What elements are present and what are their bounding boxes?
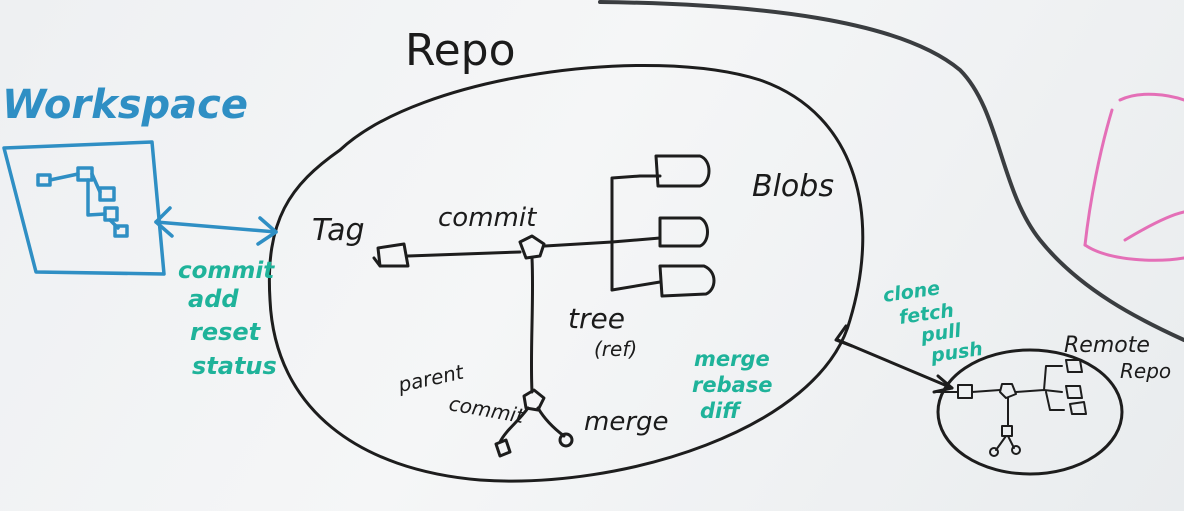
- remote-repo-boundary: [936, 348, 1124, 476]
- repo-remote-arrow: [834, 324, 954, 394]
- boundary-curve: [598, 0, 1184, 342]
- pink-sketch: [1083, 92, 1184, 262]
- blob-node: [658, 264, 716, 298]
- commit-to-tree-edge: [543, 240, 614, 248]
- repo-command: rebase: [692, 373, 773, 397]
- remote-command-list: clone fetch pull push: [882, 277, 985, 367]
- blob-node: [638, 154, 711, 188]
- workspace-command: reset: [190, 318, 262, 346]
- commit-node: [518, 234, 546, 260]
- repo-command: merge: [694, 347, 770, 371]
- tree-label: tree: [568, 302, 625, 335]
- parent-commit-node: [522, 388, 546, 412]
- workspace-command-list: commit add reset status: [178, 258, 277, 380]
- workspace-box: [2, 140, 166, 276]
- repo-command-list: merge rebase diff: [692, 347, 773, 423]
- workspace-repo-arrow: [154, 206, 278, 246]
- repo-label: Repo: [405, 25, 516, 76]
- workspace-label: Workspace: [2, 82, 248, 128]
- blob-node: [658, 216, 709, 248]
- blobs-label: Blobs: [752, 169, 834, 204]
- repo-boundary: [267, 63, 865, 483]
- remote-repo-graph: [935, 359, 1087, 457]
- repo-command: diff: [700, 399, 742, 423]
- commit-to-parent-edge: [529, 256, 535, 394]
- workspace-command: commit: [178, 258, 275, 284]
- tree-structure: [610, 174, 662, 292]
- remote-label: Remote: [1064, 333, 1150, 358]
- remote-repo-label: Repo: [1120, 359, 1171, 383]
- blob-nodes: [638, 154, 716, 298]
- tree-note: (ref): [594, 337, 637, 361]
- workspace-command: add: [188, 285, 239, 313]
- merge-branches: [494, 406, 574, 458]
- merge-label: merge: [584, 407, 669, 437]
- tag-label: Tag: [312, 213, 365, 248]
- tag-to-commit-edge: [406, 250, 522, 258]
- tag-node: [372, 242, 410, 268]
- commit-label: commit: [438, 203, 537, 233]
- workspace-command: status: [192, 352, 277, 380]
